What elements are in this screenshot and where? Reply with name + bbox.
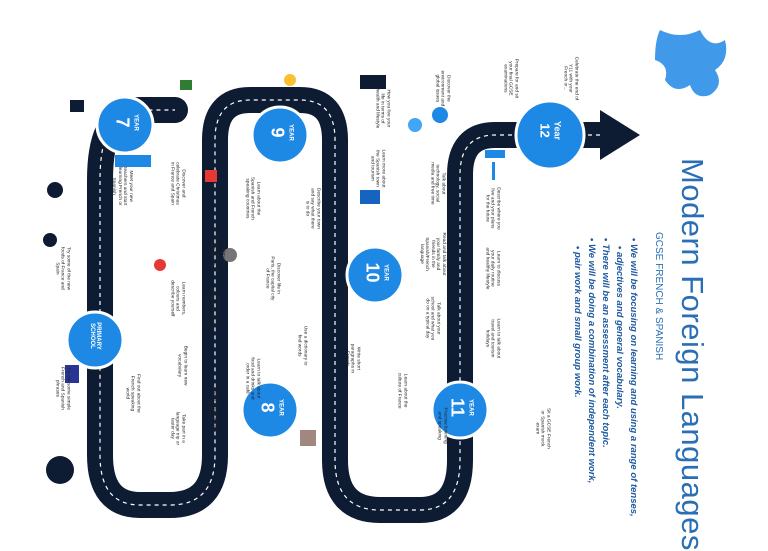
flag-icon — [205, 170, 217, 182]
year10-label: YEAR 10 — [362, 262, 389, 283]
year8-label: YEAR 8 — [257, 399, 284, 416]
subtitle-block: GCSE FRENCH & SPANISH — [653, 232, 664, 360]
note: Take part in a language trip or taster d… — [169, 411, 186, 446]
world-map-icon — [655, 30, 727, 97]
note: Develop your pronunciation and spelling … — [209, 234, 226, 273]
flags-icon — [65, 365, 79, 383]
year8-circle — [240, 380, 300, 440]
year11-circle — [430, 380, 490, 440]
page-subtitle: GCSE FRENCH & SPANISH — [653, 232, 664, 361]
bullet-item: There will be an assessment after each t… — [598, 238, 612, 517]
road-arrow — [600, 110, 640, 160]
note: Practise listening and speaking — [437, 407, 448, 444]
note: Talk about your school and what you do o… — [424, 296, 441, 341]
note: Meet your new teachers and start learnin… — [111, 166, 134, 206]
note: Learn to discuss your daily routine and … — [484, 247, 501, 290]
photo-icon — [360, 190, 380, 204]
note: Describe your town and say what there is… — [304, 187, 321, 229]
target-icon — [154, 259, 166, 271]
clock-icon — [223, 248, 237, 262]
page-title: Modern Foreign Languages — [675, 158, 710, 551]
note: Describe where you live and your plans f… — [484, 187, 501, 230]
year11-label: YEAR 11 — [447, 397, 474, 418]
note: Read and talk about your family and frie… — [418, 232, 446, 276]
note: Learn to tell the time in French — [207, 388, 218, 433]
note: Learn to talk about travel and tourism h… — [484, 318, 501, 359]
note: Discover and celebrate Christmas in Fran… — [169, 161, 186, 205]
note: Try some of the new foods of France and … — [54, 246, 71, 291]
year7-label: YEAR 7 — [112, 114, 139, 131]
bullet-item: We will be focusing on learning and usin… — [626, 238, 640, 517]
welcome-sign — [115, 155, 151, 167]
globe-icon — [432, 107, 448, 123]
year9-circle — [250, 105, 310, 165]
note: Learn numbers, colours and describe your… — [169, 280, 186, 317]
bullet-item: We will be doing a combination of indepe… — [584, 238, 598, 517]
crowd-icon — [46, 456, 74, 484]
bullet-item: adjectives and general vocabulary. — [612, 238, 626, 517]
note: Celebrate the end of Y11 with your Frenc… — [562, 56, 579, 101]
note: Discover the environment and global issu… — [434, 70, 451, 107]
note: Learn more about the Spanish town and to… — [369, 149, 386, 188]
note: Learn about the culture of France — [397, 372, 408, 409]
family-icon — [360, 75, 386, 89]
title-block: Modern Foreign Languages — [674, 158, 710, 551]
note: Learn to talk about food and drinks and … — [244, 357, 261, 400]
note: Talk about technology, social media and … — [429, 162, 446, 205]
note: Sit a GCSE French or Spanish mock exam — [534, 407, 551, 449]
note: Learn about the Spanish and French speak… — [244, 176, 261, 220]
bullets-block: We will be focusing on learning and usin… — [570, 238, 640, 517]
earth-icon — [408, 118, 422, 132]
note: Use a dictionary to find words — [297, 325, 308, 366]
map-icon — [300, 430, 316, 446]
note: How you live your life in terms of healt… — [374, 88, 391, 129]
bullet-item: pair work and small group work. — [570, 238, 584, 517]
bullet-list: We will be focusing on learning and usin… — [570, 238, 640, 517]
year10-circle — [345, 245, 405, 305]
year9-label: YEAR 9 — [267, 124, 294, 141]
chalkboard-icon — [180, 80, 192, 90]
students-icon — [47, 182, 63, 198]
note: Find out about the French speaking world — [124, 374, 141, 413]
note: Discover life in Paris, the capital city… — [264, 256, 281, 301]
friends-icon — [43, 233, 57, 247]
lightbulb-icon — [284, 74, 296, 86]
primary-circle — [65, 310, 125, 370]
note: Learn to give opinions about your school… — [204, 287, 221, 330]
classroom-icon — [70, 100, 84, 112]
note: Prepare for and sit your final GCSE exam… — [502, 58, 519, 99]
note: Read short texts in French — [337, 285, 348, 326]
year7-circle — [95, 95, 155, 155]
note: Begin to learn new vocabulary — [177, 345, 188, 386]
year12-label: Year 12 — [537, 120, 563, 141]
note: Try out some simple French and Spanish p… — [54, 366, 71, 410]
signpost-icon — [485, 150, 505, 158]
primary-label: PRIMARY SCHOOL — [89, 322, 101, 350]
note: Write short paragraphs in French — [344, 343, 361, 374]
year12-circle — [514, 99, 586, 171]
road-center-line — [99, 99, 600, 511]
